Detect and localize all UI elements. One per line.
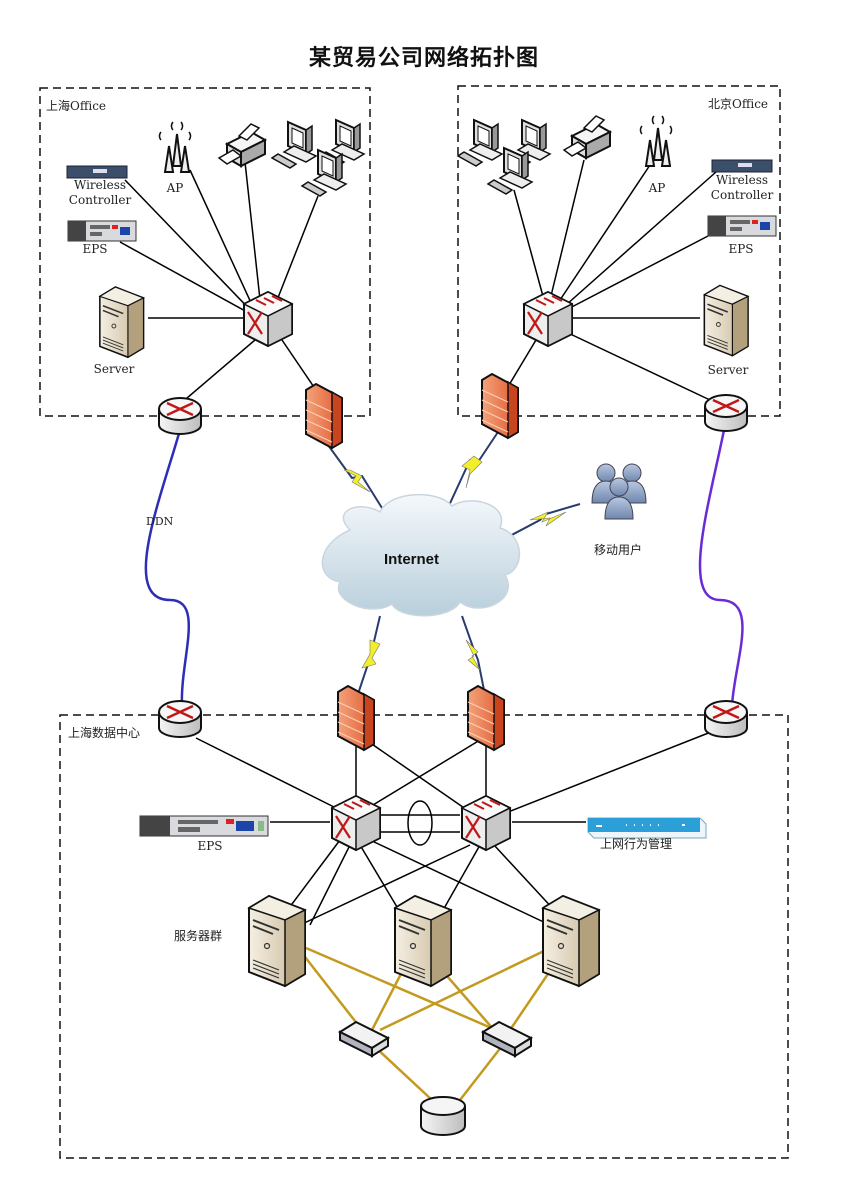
zone-shanghai-dc [59, 714, 789, 1159]
dc-server-icon-3 [542, 895, 600, 987]
mobile-users-label: 移动用户 [594, 543, 643, 557]
sh-wireless-controller-icon [66, 165, 128, 179]
sh-server-label: Server [93, 362, 135, 376]
zone-label-shanghai-dc: 上海数据中心 [68, 726, 141, 740]
sh-printer-icon [218, 123, 266, 167]
sh-wireless-controller-label: Wireless Controller [68, 178, 132, 207]
bj-ap-icon [639, 115, 673, 167]
zone-label-beijing-office: 北京Office [708, 97, 769, 111]
sh-ap-icon [158, 121, 192, 173]
ddn-label: DDN [146, 515, 174, 528]
bj-eps-icon [707, 215, 777, 237]
ddn-link-right [698, 429, 744, 706]
internet-label: Internet [384, 551, 440, 568]
ddn-link-left [144, 429, 190, 706]
bj-router-icon [703, 393, 749, 433]
dc-firewall-right-icon [467, 685, 505, 751]
sh-ap-label: AP [166, 181, 184, 195]
diagram-title: 某贸易公司网络拓扑图 [308, 46, 539, 71]
sh-pc-icon-1 [271, 121, 317, 169]
dc-core-switch-right-icon [460, 794, 512, 852]
internet-cloud-icon [321, 494, 521, 617]
dc-router-left-icon [157, 699, 203, 739]
bj-server-label: Server [707, 363, 749, 377]
mobile-users-icon [591, 463, 647, 520]
dc-core-switch-left-icon [330, 794, 382, 852]
dc-storage-switch-icon-1 [339, 1021, 389, 1057]
bj-core-switch-icon [522, 290, 574, 348]
zone-label-shanghai-office: 上海Office [46, 99, 107, 113]
dc-eps-label: EPS [197, 839, 223, 853]
bj-firewall-icon [481, 373, 519, 439]
dc-server-icon-2 [394, 895, 452, 987]
dc-behavior-mgmt-label: 上网行为管理 [600, 837, 673, 851]
sh-server-icon [99, 286, 145, 359]
storage-links [297, 946, 554, 1101]
bj-printer-icon [563, 115, 611, 159]
link-aggregation-ring [407, 800, 433, 846]
dc-server-icon-1 [248, 895, 306, 987]
sh-core-switch-icon [242, 290, 294, 348]
bj-eps-label: EPS [728, 242, 754, 256]
dc-router-right-icon [703, 699, 749, 739]
beijing-office-links [499, 159, 717, 401]
bj-pc-icon-1 [457, 119, 503, 167]
dc-storage-switch-icon-2 [482, 1021, 532, 1057]
dc-behavior-mgmt-icon [587, 817, 707, 839]
shanghai-office-links [119, 161, 321, 405]
bj-wireless-controller-label: Wireless Controller [710, 173, 774, 202]
sh-eps-label: EPS [82, 242, 108, 256]
datacenter-links [195, 729, 717, 926]
server-cluster-label: 服务器群 [174, 929, 223, 943]
internet-links [327, 431, 581, 701]
zone-beijing-office [457, 85, 781, 417]
dc-firewall-left-icon [337, 685, 375, 751]
bj-server-icon [703, 284, 749, 357]
bj-wireless-controller-icon [711, 159, 773, 173]
sh-firewall-icon [305, 383, 343, 449]
zone-shanghai-office [39, 87, 371, 417]
dc-storage-disk-icon [420, 1096, 466, 1136]
sh-eps-icon [67, 220, 137, 242]
sh-router-icon [157, 396, 203, 436]
dc-eps-icon [139, 815, 269, 837]
bj-ap-label: AP [648, 181, 666, 195]
